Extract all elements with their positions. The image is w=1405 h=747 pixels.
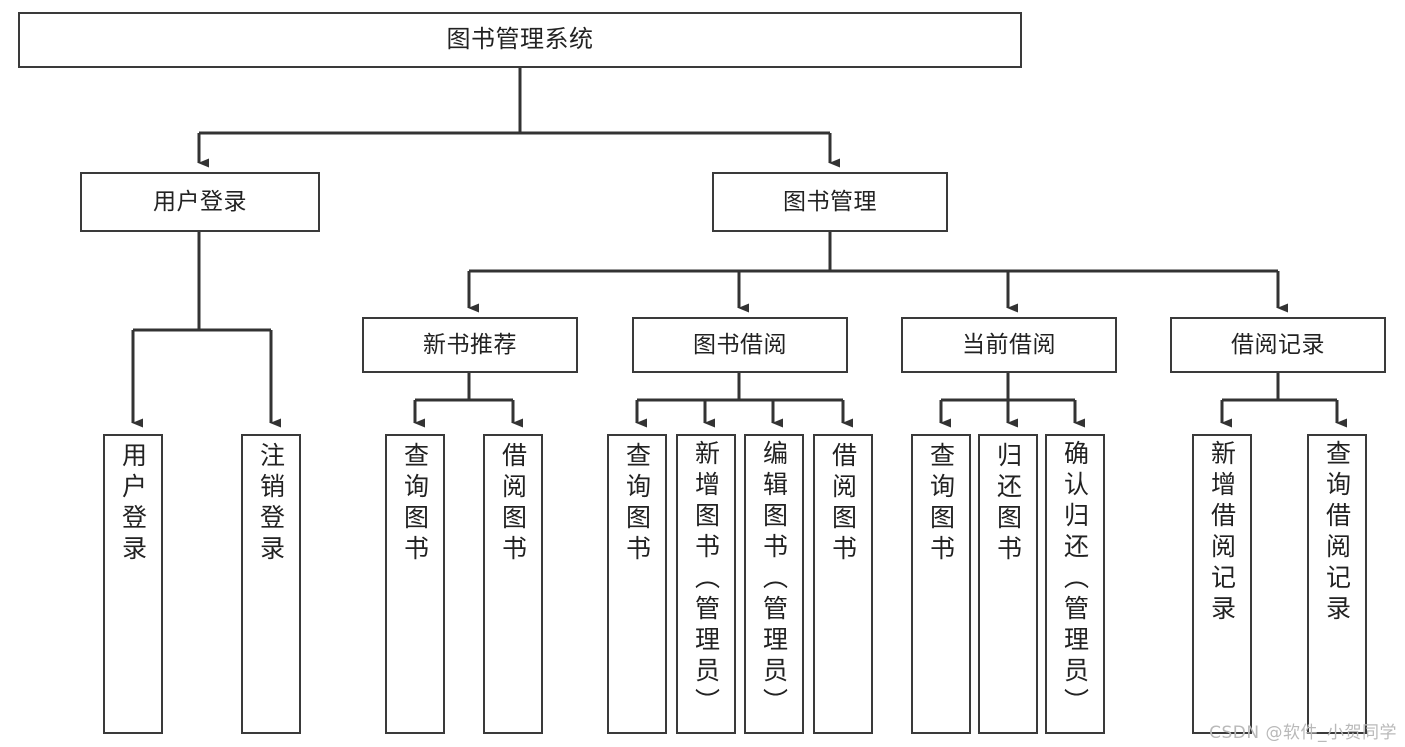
node-leaf-confirm-return-admin[interactable]: 确认归还（管理员） — [1045, 434, 1105, 734]
node-leaf-query-book-2-label: 查询图书 — [622, 442, 652, 566]
node-leaf-borrow-book-1-label: 借阅图书 — [498, 442, 528, 566]
node-leaf-query-book-1[interactable]: 查询图书 — [385, 434, 445, 734]
node-book-borrow[interactable]: 图书借阅 — [632, 317, 848, 373]
node-borrow-record-label: 借阅记录 — [1231, 331, 1325, 358]
node-root[interactable]: 图书管理系统 — [18, 12, 1022, 68]
node-user-login-label: 用户登录 — [153, 188, 247, 215]
node-leaf-confirm-return-admin-label: 确认归还（管理员） — [1060, 440, 1090, 719]
node-book-manage[interactable]: 图书管理 — [712, 172, 948, 232]
node-leaf-query-book-1-label: 查询图书 — [400, 442, 430, 566]
node-root-label: 图书管理系统 — [446, 25, 594, 54]
node-leaf-return-book-label: 归还图书 — [993, 442, 1023, 566]
node-leaf-edit-book-admin[interactable]: 编辑图书（管理员） — [744, 434, 804, 734]
node-leaf-borrow-book-2[interactable]: 借阅图书 — [813, 434, 873, 734]
node-book-borrow-label: 图书借阅 — [693, 331, 787, 358]
node-leaf-logout-login[interactable]: 注销登录 — [241, 434, 301, 734]
node-leaf-query-borrow-record-label: 查询借阅记录 — [1322, 440, 1352, 626]
node-leaf-return-book[interactable]: 归还图书 — [978, 434, 1038, 734]
node-current-borrow-label: 当前借阅 — [962, 331, 1056, 358]
node-leaf-query-borrow-record[interactable]: 查询借阅记录 — [1307, 434, 1367, 734]
node-book-manage-label: 图书管理 — [783, 188, 877, 215]
node-leaf-query-book-3-label: 查询图书 — [926, 442, 956, 566]
node-current-borrow[interactable]: 当前借阅 — [901, 317, 1117, 373]
node-leaf-borrow-book-2-label: 借阅图书 — [828, 442, 858, 566]
node-leaf-edit-book-admin-label: 编辑图书（管理员） — [759, 440, 789, 719]
node-leaf-borrow-book-1[interactable]: 借阅图书 — [483, 434, 543, 734]
csdn-watermark: CSDN @软件_小贺同学 — [1209, 723, 1397, 743]
node-new-book-recommend[interactable]: 新书推荐 — [362, 317, 578, 373]
node-leaf-user-login[interactable]: 用户登录 — [103, 434, 163, 734]
node-leaf-user-login-label: 用户登录 — [118, 442, 148, 566]
node-new-book-recommend-label: 新书推荐 — [423, 331, 517, 358]
node-borrow-record[interactable]: 借阅记录 — [1170, 317, 1386, 373]
node-leaf-query-book-3[interactable]: 查询图书 — [911, 434, 971, 734]
node-user-login[interactable]: 用户登录 — [80, 172, 320, 232]
node-leaf-add-book-admin-label: 新增图书（管理员） — [691, 440, 721, 719]
node-leaf-add-borrow-record-label: 新增借阅记录 — [1207, 440, 1237, 626]
node-leaf-add-borrow-record[interactable]: 新增借阅记录 — [1192, 434, 1252, 734]
node-leaf-add-book-admin[interactable]: 新增图书（管理员） — [676, 434, 736, 734]
node-leaf-query-book-2[interactable]: 查询图书 — [607, 434, 667, 734]
node-leaf-logout-login-label: 注销登录 — [256, 442, 286, 566]
